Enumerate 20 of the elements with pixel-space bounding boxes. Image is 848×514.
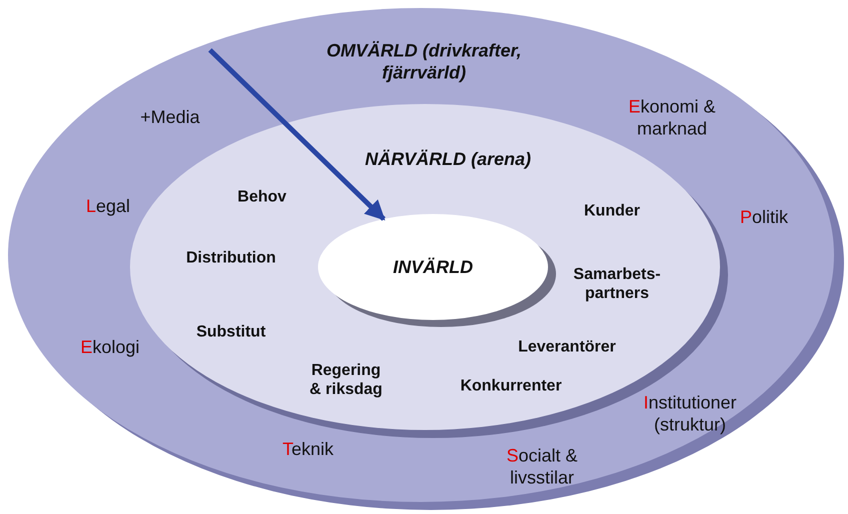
factor-label: Politik (740, 207, 788, 229)
heading-text: OMVÄRLD (drivkrafter, fjärrvärld) (325, 40, 523, 84)
heading-text: NÄRVÄRLD (arena) (364, 149, 532, 171)
factor-label: +Media (140, 107, 200, 129)
arena-label: Behov (238, 187, 286, 207)
arena-label: Leverantörer (518, 337, 616, 357)
arena-label: Distribution (186, 248, 276, 268)
factor-label: Institutioner (struktur) (642, 392, 738, 436)
arena-label: Substitut (196, 322, 266, 342)
factor-label: Ekonomi & marknad (627, 96, 717, 140)
factor-label: Teknik (282, 439, 334, 461)
arena-label: Regering & riksdag (308, 360, 384, 400)
factor-label: Legal (86, 196, 130, 218)
arena-label: Kunder (584, 201, 640, 221)
factor-label: Ekologi (80, 337, 140, 359)
arrow (208, 48, 386, 221)
arena-label: Samarbets- partners (572, 264, 662, 304)
factor-label: Socialt & livsstilar (505, 445, 579, 489)
heading-text: INVÄRLD (393, 257, 473, 279)
arena-label: Konkurrenter (460, 376, 562, 396)
